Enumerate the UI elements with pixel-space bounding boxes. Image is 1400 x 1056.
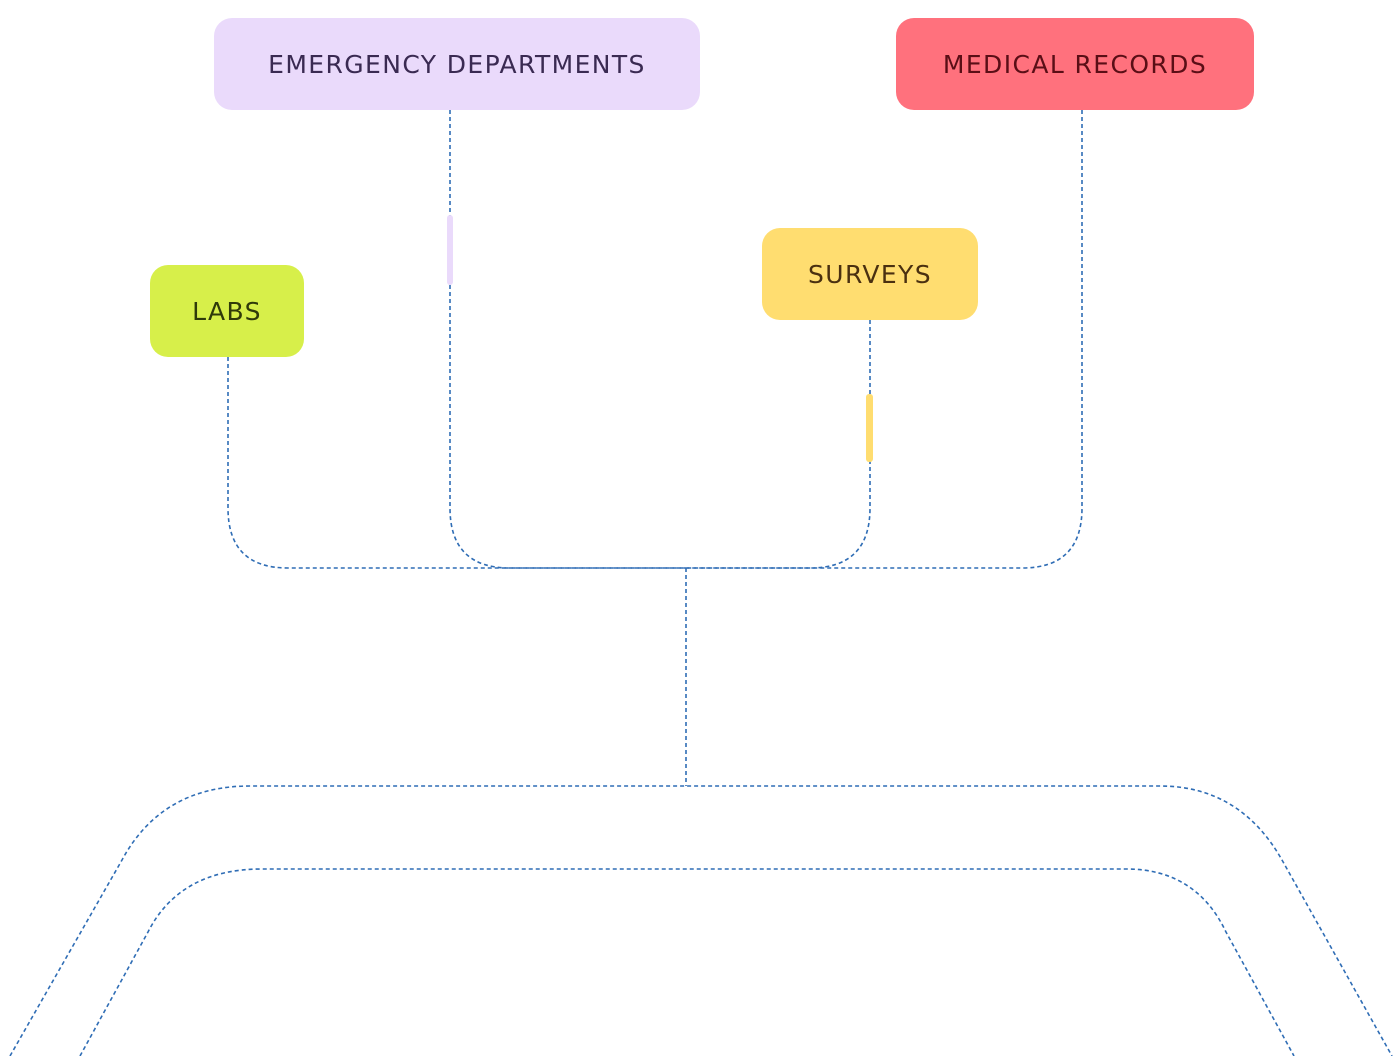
node-surveys-label: SURVEYS: [807, 259, 932, 289]
outer-funnel-arch: [9, 785, 1393, 1056]
node-labs-label: LABS: [192, 296, 262, 326]
node-medical-records-label: MEDICAL RECORDS: [942, 49, 1208, 79]
labs-connector: [227, 357, 686, 569]
node-surveys: SURVEYS: [762, 228, 978, 320]
surveys-connector: [686, 320, 871, 569]
medical-connector: [686, 110, 1083, 569]
dashed-connectors: [9, 110, 1393, 1056]
emergency-flow-marker: [447, 215, 453, 285]
node-medical-records: MEDICAL RECORDS: [896, 18, 1254, 110]
inner-funnel-arch: [79, 868, 1295, 1056]
node-emergency-departments: EMERGENCY DEPARTMENTS: [214, 18, 700, 110]
emergency-connector: [449, 110, 686, 569]
node-labs: LABS: [150, 265, 304, 357]
node-emergency-departments-label: EMERGENCY DEPARTMENTS: [268, 49, 646, 79]
surveys-flow-marker: [866, 394, 873, 462]
